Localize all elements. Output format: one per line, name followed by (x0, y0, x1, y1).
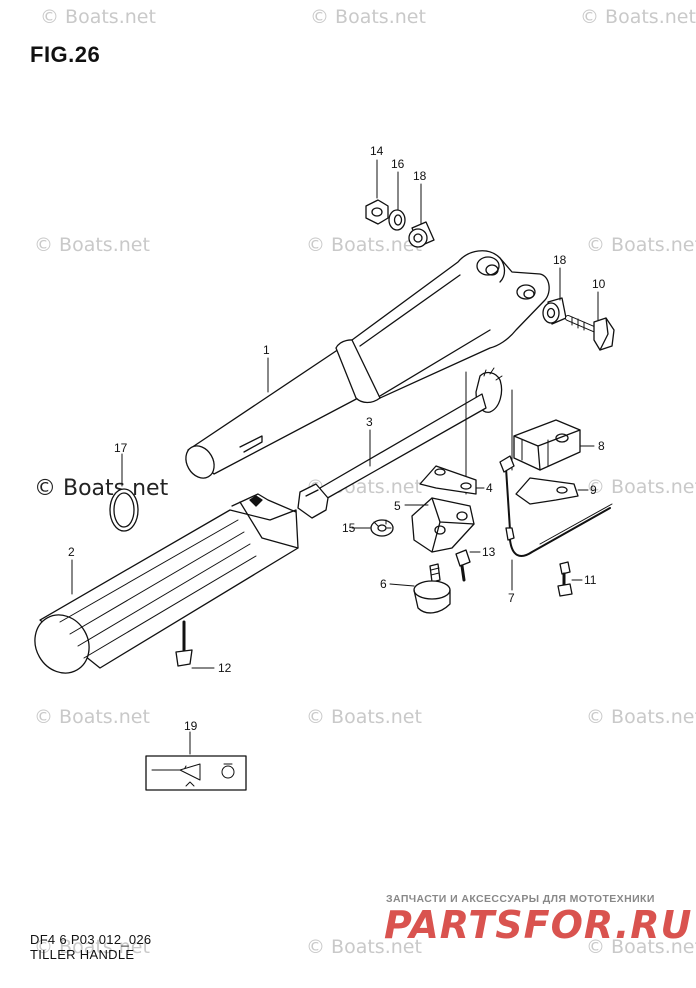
svg-text:16: 16 (391, 157, 405, 171)
tiller-arm-part (185, 250, 550, 479)
bushing-part-18-upper (408, 221, 435, 248)
svg-text:6: 6 (380, 577, 387, 591)
svg-text:12: 12 (218, 661, 232, 675)
throttle-block-part-5 (411, 497, 475, 553)
brand-logo: PARTSFOR.RU (384, 903, 693, 947)
screw-part-11 (557, 561, 573, 597)
watermark-emphasized: © Boats.net (34, 476, 169, 501)
watermark: © Boats.net (310, 6, 426, 28)
svg-text:5: 5 (394, 499, 401, 513)
svg-text:13: 13 (482, 545, 496, 559)
label-part-19 (145, 755, 247, 791)
washer-part-16 (388, 209, 406, 231)
svg-text:9: 9 (590, 483, 597, 497)
svg-text:8: 8 (598, 439, 605, 453)
watermark: © Boats.net (586, 936, 696, 958)
block-part-8 (513, 419, 581, 471)
bracket-part-9 (515, 477, 579, 505)
watermark: © Boats.net (586, 234, 696, 256)
svg-text:11: 11 (584, 573, 597, 587)
svg-text:18: 18 (553, 253, 567, 267)
watermark: © Boats.net (586, 706, 696, 728)
lock-washer-part-15 (370, 519, 394, 537)
bolt-part-10 (565, 315, 615, 351)
brand-tagline: ЗАПЧАСТИ И АКСЕССУАРЫ ДЛЯ МОТОТЕХНИКИ (386, 893, 655, 905)
watermark: © Boats.net (40, 6, 156, 28)
screw-part-12 (175, 620, 193, 667)
drawing-caption: TILLER HANDLE (30, 947, 135, 962)
watermark: © Boats.net (306, 234, 422, 256)
svg-text:15: 15 (342, 521, 356, 535)
svg-text:18: 18 (413, 169, 427, 183)
watermark: © Boats.net (34, 936, 150, 958)
watermark: © Boats.net (34, 234, 150, 256)
watermark: © Boats.net (306, 706, 422, 728)
bushing-part-18-lower (542, 297, 567, 325)
drawing-code: DF4 6 P03 012_026 (30, 932, 152, 947)
svg-text:4: 4 (486, 481, 493, 495)
figure-title: FIG.26 (30, 42, 101, 67)
throttle-grip-part-2 (34, 493, 299, 674)
watermark: © Boats.net (586, 476, 696, 498)
o-ring-part-17 (109, 488, 139, 532)
svg-text:2: 2 (68, 545, 75, 559)
cable-part-7 (499, 455, 613, 557)
watermark: © Boats.net (580, 6, 696, 28)
nut-part-14 (365, 199, 389, 225)
watermark: © Boats.net (34, 706, 150, 728)
friction-knob-part-6 (413, 563, 451, 614)
svg-text:17: 17 (114, 441, 128, 455)
screw-part-13 (455, 549, 471, 582)
callout-1: 1 (263, 343, 270, 357)
throttle-shaft-part (297, 367, 503, 519)
svg-text:14: 14 (370, 144, 384, 158)
svg-text:19: 19 (184, 719, 198, 733)
plate-part-4 (419, 465, 477, 495)
watermark: © Boats.net (306, 936, 422, 958)
svg-text:10: 10 (592, 277, 606, 291)
svg-text:3: 3 (366, 415, 373, 429)
svg-text:7: 7 (508, 591, 515, 605)
